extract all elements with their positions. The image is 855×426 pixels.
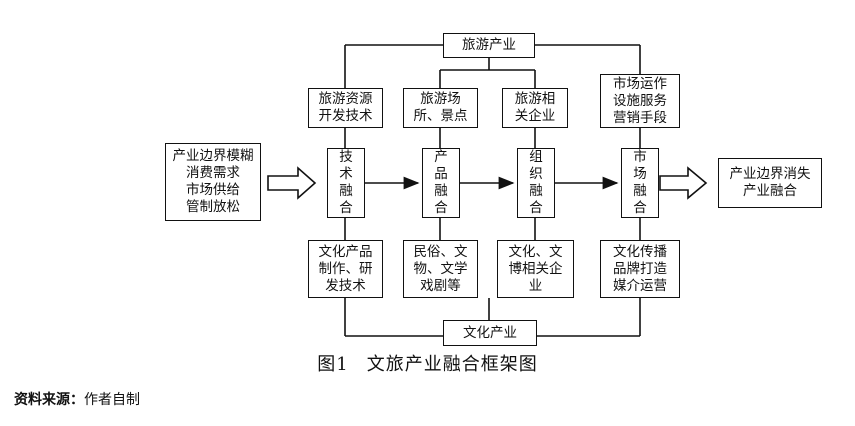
fusion-box-market: 市 场 融 合 bbox=[621, 148, 659, 218]
bottom-box-product: 民俗、文 物、文学 戏剧等 bbox=[403, 240, 478, 298]
figure-caption: 图1 文旅产业融合框架图 bbox=[0, 350, 855, 376]
fusion-box-organization: 组 织 融 合 bbox=[517, 148, 555, 218]
bottom-industry-box: 文化产业 bbox=[443, 320, 537, 346]
bottom-box-tech: 文化产品 制作、研 发技术 bbox=[308, 240, 383, 298]
fusion-box-product: 产 品 融 合 bbox=[422, 148, 460, 218]
fusion-box-tech: 技 术 融 合 bbox=[327, 148, 365, 218]
source-note: 资料来源：作者自制 bbox=[14, 389, 140, 409]
top-box-product: 旅游场 所、景点 bbox=[403, 88, 478, 128]
top-box-organization: 旅游相 关企业 bbox=[502, 88, 568, 128]
bottom-box-organization: 文化、文 博相关企 业 bbox=[497, 240, 574, 298]
source-text: 作者自制 bbox=[84, 392, 140, 408]
top-box-tech: 旅游资源 开发技术 bbox=[308, 88, 383, 128]
bottom-box-market: 文化传播 品牌打造 媒介运营 bbox=[600, 240, 680, 298]
top-industry-box: 旅游产业 bbox=[443, 33, 535, 58]
source-label: 资料来源： bbox=[14, 392, 84, 408]
left-input-box: 产业边界模糊 消费需求 市场供给 管制放松 bbox=[165, 143, 261, 221]
top-box-market: 市场运作 设施服务 营销手段 bbox=[600, 74, 680, 128]
right-output-box: 产业边界消失 产业融合 bbox=[718, 158, 822, 208]
figure-number: 图1 bbox=[317, 354, 349, 375]
figure-title: 文旅产业融合框架图 bbox=[366, 354, 538, 375]
